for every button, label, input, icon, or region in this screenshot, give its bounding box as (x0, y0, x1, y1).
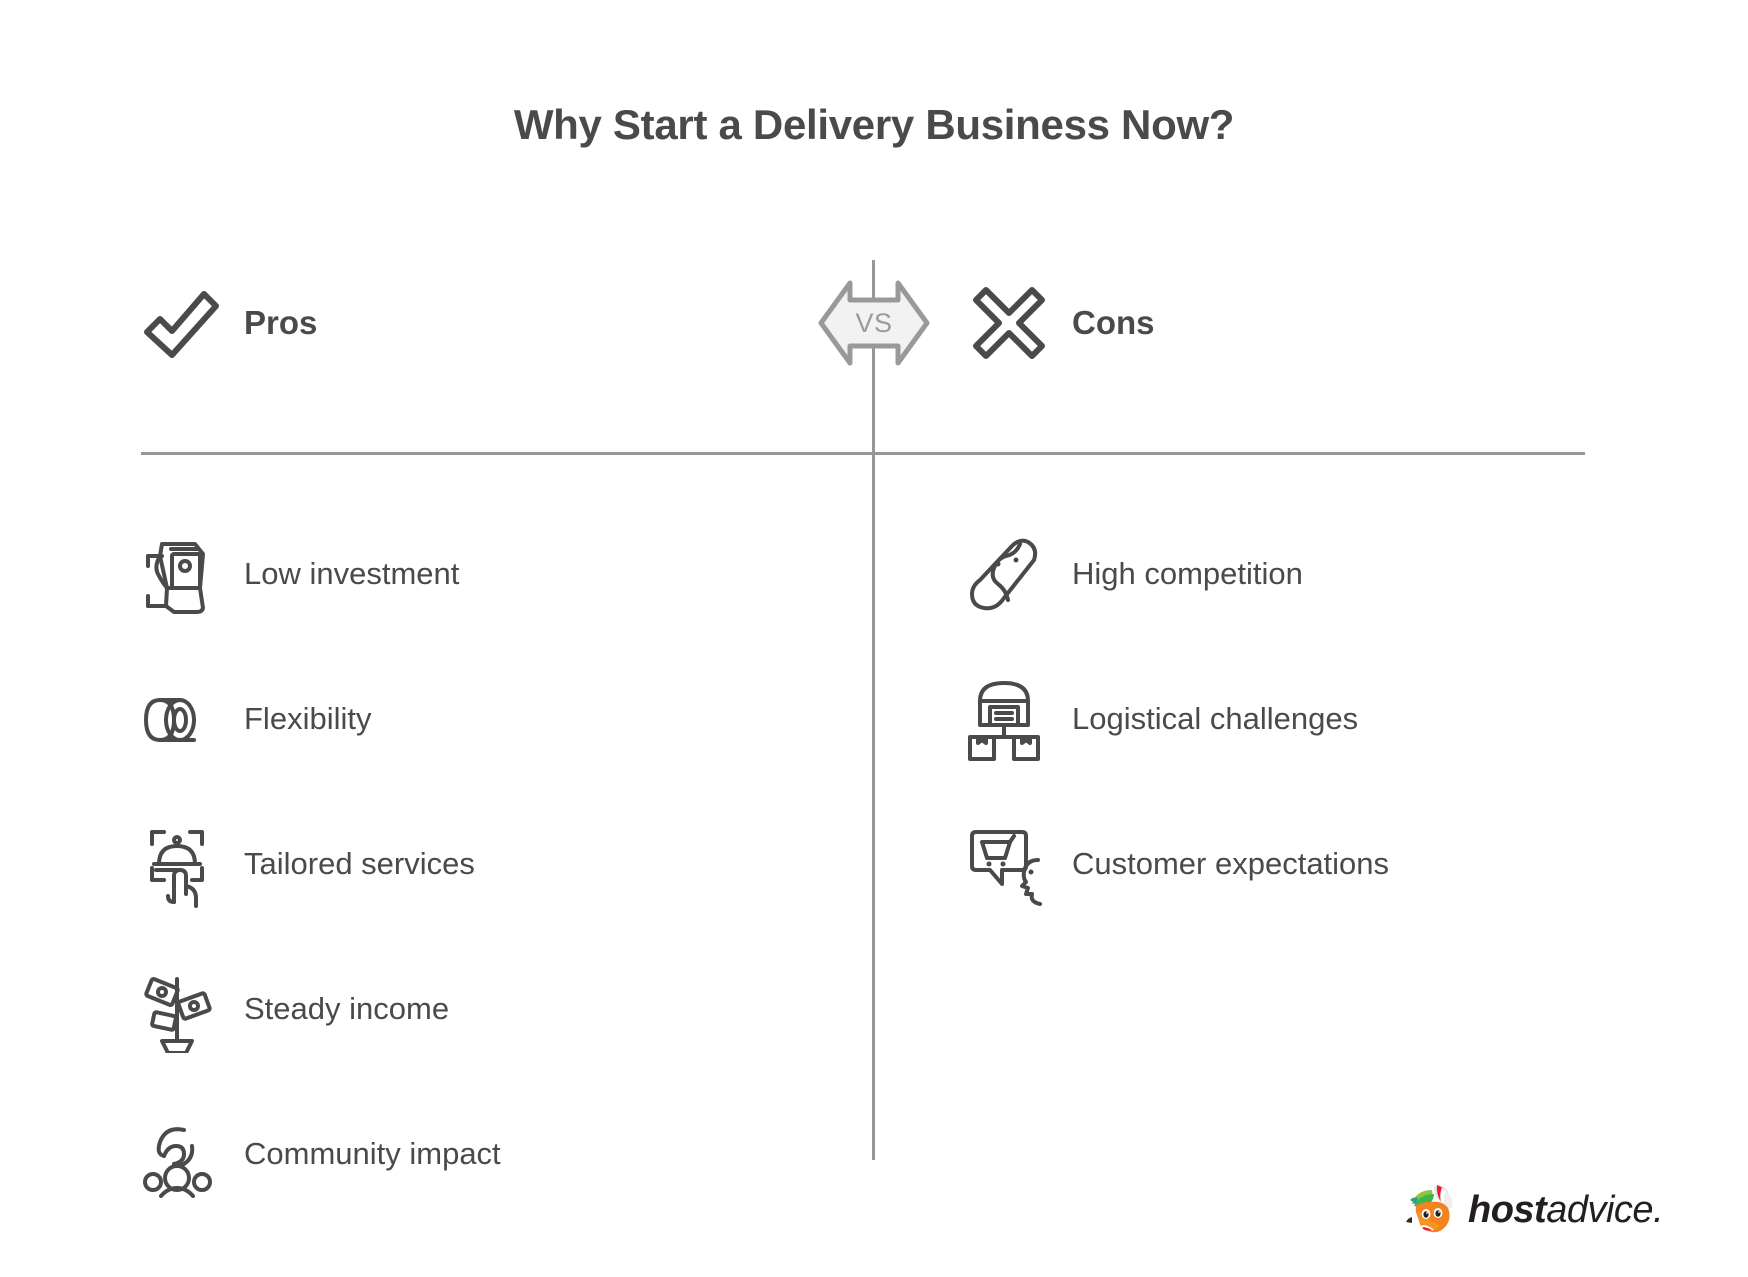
horizontal-divider (141, 452, 1585, 455)
column-header-pros: Pros (140, 282, 317, 364)
cross-icon (968, 282, 1050, 364)
list-item-label: Low investment (244, 556, 460, 592)
list-item: Customer expectations (968, 792, 1668, 937)
column-header-cons: Cons (968, 282, 1155, 364)
list-item: Tailored services (140, 792, 840, 937)
running-shoe-icon (968, 532, 1048, 618)
check-icon (140, 282, 222, 364)
list-item-label: Logistical challenges (1072, 701, 1359, 737)
hostadvice-fox-icon (1404, 1182, 1460, 1238)
hand-money-icon (140, 532, 220, 618)
list-item-label: High competition (1072, 556, 1303, 592)
pros-list: Low investment Flexibility (140, 502, 840, 1227)
cloche-tap-icon (140, 822, 220, 908)
cart-bubble-face-icon (968, 822, 1048, 908)
list-item: Community impact (140, 1082, 840, 1227)
column-title-pros: Pros (244, 304, 318, 341)
list-item-label: Customer expectations (1072, 846, 1390, 882)
list-item: Logistical challenges (968, 647, 1668, 792)
list-item: Flexibility (140, 647, 840, 792)
vs-badge (813, 278, 935, 368)
hostadvice-logo[interactable]: hostadvice. (1404, 1182, 1664, 1238)
logo-word-host: host (1468, 1188, 1547, 1231)
money-plant-icon (140, 967, 220, 1053)
list-item: Low investment (140, 502, 840, 647)
list-item-label: Steady income (244, 991, 450, 1027)
page-title: Why Start a Delivery Business Now? (513, 101, 1235, 148)
logo-word-advice: advice. (1546, 1188, 1664, 1231)
list-item: Steady income (140, 937, 840, 1082)
column-title-cons: Cons (1072, 304, 1155, 341)
vertical-divider (872, 260, 875, 1160)
hostadvice-wordmark: hostadvice. (1468, 1188, 1664, 1232)
list-item-label: Flexibility (244, 701, 372, 737)
list-item-label: Tailored services (244, 846, 475, 882)
warehouse-boxes-icon (968, 677, 1048, 763)
cons-list: High competition Logistical ch (968, 502, 1668, 937)
list-item-label: Community impact (244, 1136, 501, 1172)
list-item: High competition (968, 502, 1668, 647)
tape-roll-icon (140, 677, 220, 763)
vs-label: VS (855, 307, 893, 338)
people-group-icon (140, 1112, 220, 1198)
